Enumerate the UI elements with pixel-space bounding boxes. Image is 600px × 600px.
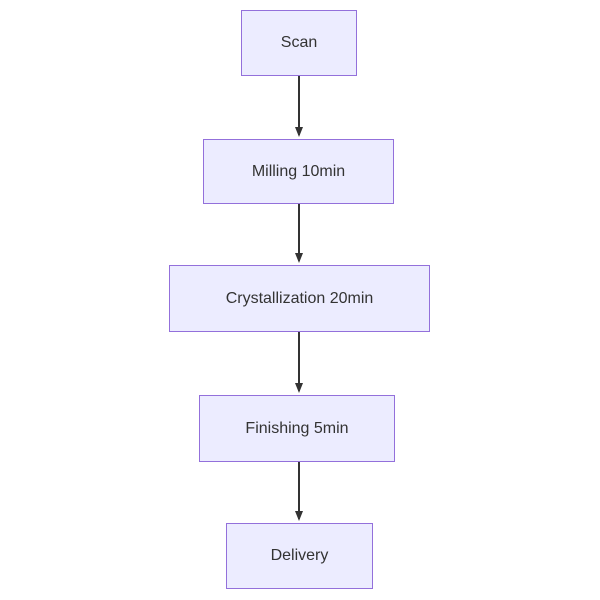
node-milling: Milling 10min — [203, 139, 394, 204]
node-scan-label: Scan — [280, 34, 318, 51]
node-finishing-label: Finishing 5min — [245, 419, 349, 437]
node-scan: Scan — [241, 10, 357, 76]
node-delivery: Delivery — [226, 523, 373, 589]
node-crystallization: Crystallization 20min — [169, 265, 430, 332]
node-delivery-label: Delivery — [270, 547, 329, 564]
node-milling-label: Milling 10min — [251, 162, 346, 180]
node-crystallization-label: Crystallization 20min — [225, 289, 374, 307]
node-finishing: Finishing 5min — [199, 395, 395, 462]
